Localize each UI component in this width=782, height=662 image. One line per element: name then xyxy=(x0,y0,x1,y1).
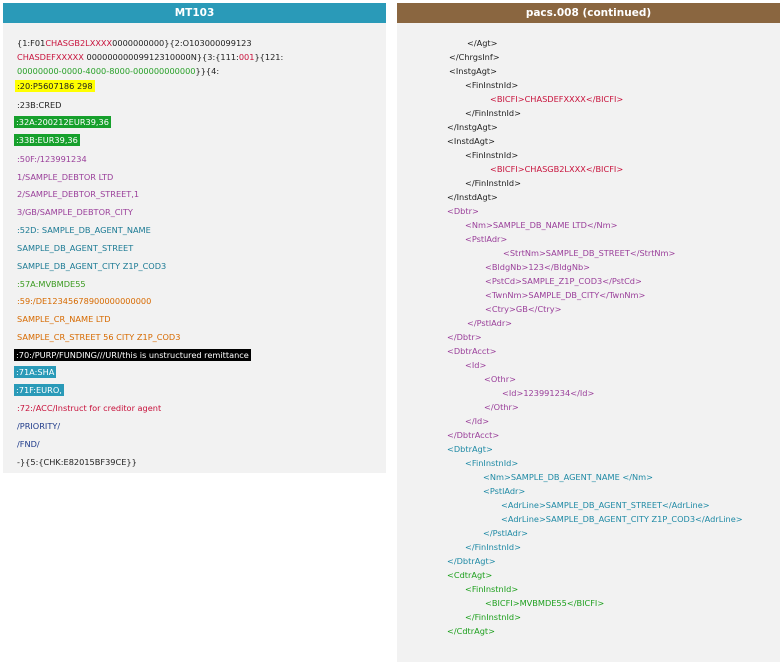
uetr-value: 00000000-0000-4000-8000-000000000000 xyxy=(17,66,196,76)
xml-line: </InstgAgt> xyxy=(447,122,498,132)
app-header-rest: 00000000009912310000N}{3:{111: xyxy=(83,52,239,62)
basic-header-prefix: {1:F01 xyxy=(17,38,46,48)
field-33b: :33B:EUR39,36 xyxy=(14,134,80,146)
debtor-city: 3/GB/SAMPLE_DEBTOR_CITY xyxy=(17,207,133,217)
uetr-prefix: }{121: xyxy=(254,52,284,62)
xml-line: </FinInstnId> xyxy=(465,108,521,118)
field-32a: :32A:200212EUR39,36 xyxy=(14,116,111,128)
field-57a: :57A:MVBMDE55 xyxy=(17,279,86,289)
xml-line: <CdtrAgt> xyxy=(447,570,493,580)
xml-line: <PstlAdr> xyxy=(465,234,508,244)
xml-line: <Othr> xyxy=(484,374,516,384)
xml-line: </PstlAdr> xyxy=(483,528,529,538)
xml-line: <DbtrAcct> xyxy=(447,346,497,356)
xml-line: </PstlAdr> xyxy=(467,318,513,328)
trailer-block: -}{5:{CHK:E82015BF39CE}} xyxy=(17,457,137,467)
xml-line: <PstlAdr> xyxy=(483,486,526,496)
mt103-title: MT103 xyxy=(3,3,386,23)
xml-line: <FinInstnId> xyxy=(465,584,519,594)
xml-line: </Dbtr> xyxy=(447,332,482,342)
field-59: :59:/DE12345678900000000000 xyxy=(17,296,152,306)
xml-line: <FinInstnId> xyxy=(465,150,519,160)
receiver-bic: CHASDEFXXXXX xyxy=(17,52,84,62)
xml-line: <AdrLine>SAMPLE_DB_AGENT_STREET</AdrLine… xyxy=(501,500,710,510)
xml-line: <FinInstnId> xyxy=(465,80,519,90)
xml-line: <BICFI>CHASGB2LXXX</BICFI> xyxy=(490,164,624,174)
stp-code: 001 xyxy=(238,52,255,62)
xml-line: </Id> xyxy=(465,416,490,426)
sender-bic: CHASGB2LXXXX xyxy=(45,38,113,48)
mt103-header-line-1: {1:F01CHASGB2LXXXX0000000000}{2:O1030000… xyxy=(17,38,252,49)
xml-line: <Dbtr> xyxy=(447,206,479,216)
xml-line: </Othr> xyxy=(484,402,519,412)
xml-line: </DbtrAcct> xyxy=(447,430,500,440)
mt103-header-line-2: CHASDEFXXXXX 00000000009912310000N}{3:{1… xyxy=(17,52,283,63)
field-72: :72:/ACC/Instruct for creditor agent xyxy=(17,403,162,413)
pacs008-title: pacs.008 (continued) xyxy=(397,3,780,23)
xml-line: <StrtNm>SAMPLE_DB_STREET</StrtNm> xyxy=(503,248,676,258)
app-header: 0000000000}{2:O103000099123 xyxy=(112,38,252,48)
xml-line: <BldgNb>123</BldgNb> xyxy=(485,262,591,272)
xml-line: </FinInstnId> xyxy=(465,612,521,622)
xml-line: </InstdAgt> xyxy=(447,192,498,202)
xml-line: <AdrLine>SAMPLE_DB_AGENT_CITY Z1P_COD3</… xyxy=(501,514,743,524)
xml-line: </DbtrAgt> xyxy=(447,556,496,566)
xml-line: </Agt> xyxy=(467,38,498,48)
pacs008-panel: pacs.008 (continued) </Agt> </ChrgsInf> … xyxy=(397,3,780,662)
field-72-fnd: /FND/ xyxy=(17,439,40,449)
creditor-name: SAMPLE_CR_NAME LTD xyxy=(17,314,111,324)
xml-line: <DbtrAgt> xyxy=(447,444,493,454)
db-agent-street: SAMPLE_DB_AGENT_STREET xyxy=(17,243,134,253)
mt103-panel: MT103 {1:F01CHASGB2LXXXX0000000000}{2:O1… xyxy=(3,3,386,473)
xml-line: <Nm>SAMPLE_DB_NAME LTD</Nm> xyxy=(465,220,618,230)
xml-line: </FinInstnId> xyxy=(465,542,521,552)
field-50f: :50F:/123991234 xyxy=(17,154,87,164)
xml-line: <BICFI>MVBMDE55</BICFI> xyxy=(485,598,605,608)
xml-line: <BICFI>CHASDEFXXXX</BICFI> xyxy=(490,94,624,104)
xml-line: <Nm>SAMPLE_DB_AGENT_NAME </Nm> xyxy=(483,472,653,482)
xml-line: </ChrgsInf> xyxy=(449,52,500,62)
field-20: :20:P5607186 298 xyxy=(15,80,95,92)
xml-line: <PstCd>SAMPLE_Z1P_COD3</PstCd> xyxy=(485,276,642,286)
creditor-street: SAMPLE_CR_STREET 56 CITY Z1P_COD3 xyxy=(17,332,181,342)
debtor-street: 2/SAMPLE_DEBTOR_STREET,1 xyxy=(17,189,140,199)
xml-line: <TwnNm>SAMPLE_DB_CITY</TwnNm> xyxy=(485,290,646,300)
xml-line: </FinInstnId> xyxy=(465,178,521,188)
field-71a: :71A:SHA xyxy=(14,366,57,378)
field-71f: :71F:EURO, xyxy=(14,384,64,396)
debtor-name: 1/SAMPLE_DEBTOR LTD xyxy=(17,172,114,182)
xml-line: </CdtrAgt> xyxy=(447,626,495,636)
field-52d: :52D: SAMPLE_DB_AGENT_NAME xyxy=(17,225,151,235)
xml-line: <Id>123991234</Id> xyxy=(502,388,595,398)
db-agent-city: SAMPLE_DB_AGENT_CITY Z1P_COD3 xyxy=(17,261,167,271)
xml-line: <Ctry>GB</Ctry> xyxy=(485,304,562,314)
field-72-priority: /PRIORITY/ xyxy=(17,421,61,431)
xml-line: <InstdAgt> xyxy=(447,136,496,146)
mt103-header-line-3: 00000000-0000-4000-8000-000000000000}}{4… xyxy=(17,66,219,77)
xml-line: <InstgAgt> xyxy=(449,66,498,76)
field-70: :70:/PURP/FUNDING///URI/this is unstruct… xyxy=(14,349,251,361)
xml-line: <FinInstnId> xyxy=(465,458,519,468)
xml-line: <Id> xyxy=(465,360,487,370)
text-block-start: }}{4: xyxy=(195,66,220,76)
field-23b: :23B:CRED xyxy=(17,100,62,110)
